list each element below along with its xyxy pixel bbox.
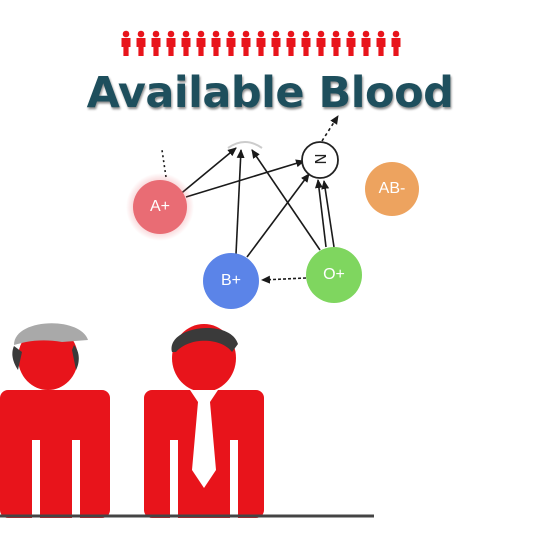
person-icon [256,30,266,56]
person-row-icon [121,30,401,56]
person-icon [331,30,341,56]
node-ab-neg-label: AB- [378,180,406,197]
arrow-o-to-b-dashed [261,275,307,284]
person-icon [361,30,371,56]
person-icon [376,30,386,56]
person-icon [346,30,356,56]
arrow-b-to-n [246,173,310,258]
person-icon [316,30,326,56]
person-icon [391,30,401,56]
person-with-cap-icon [0,323,110,518]
arrows [161,115,339,284]
person-icon [151,30,161,56]
node-o-pos-label: O+ [323,266,345,283]
person-with-tie-icon [144,324,264,518]
node-n [301,141,339,179]
person-icon [121,30,131,56]
node-n-label: N [311,153,329,165]
node-a-pos-label: A+ [149,198,170,215]
node-b-pos [203,253,259,309]
node-o-pos [306,247,362,303]
faint-arc [227,141,263,149]
arrow-n-up-dashed [321,115,339,142]
person-icon [286,30,296,56]
arrow-o-to-top [251,149,321,251]
arrow-b-to-top [235,149,245,255]
person-icon [166,30,176,56]
person-icon [271,30,281,56]
node-ab-neg [365,162,419,216]
arrow-a-to-n [185,159,305,198]
person-icon [226,30,236,56]
arrow-o-to-n-left [314,179,327,248]
person-icon [181,30,191,56]
arrow-a-dashed [161,149,167,178]
person-icon [301,30,311,56]
person-icon [196,30,206,56]
person-icon [136,30,146,56]
page-title: Available Blood [86,68,454,118]
node-a-pos [133,180,187,234]
node-b-pos-label: B+ [220,272,241,289]
arrow-o-to-n-right [321,180,335,248]
person-icon [241,30,251,56]
person-icon [211,30,221,56]
